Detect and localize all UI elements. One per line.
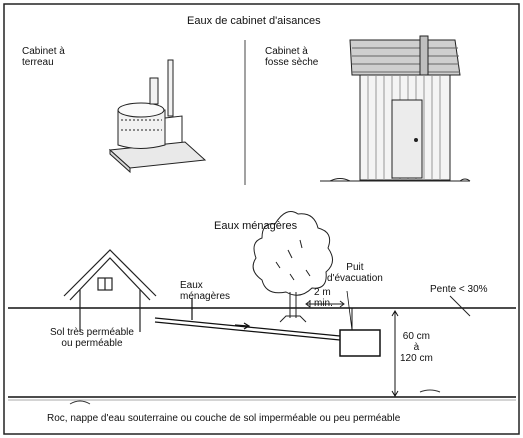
depth-marker bbox=[391, 310, 399, 397]
slope-label: Pente < 30% bbox=[430, 284, 488, 295]
depth-label: 60 cm à 120 cm bbox=[400, 331, 433, 364]
permeable-soil-label: Sol très perméable ou perméable bbox=[50, 327, 134, 349]
seepage-pit bbox=[339, 329, 381, 357]
bottom-caption: Roc, nappe d'eau souterraine ou couche d… bbox=[47, 413, 401, 424]
outer-border bbox=[3, 3, 520, 435]
house-illustration bbox=[63, 249, 157, 332]
soil-marks bbox=[69, 389, 441, 405]
tree-illustration bbox=[252, 211, 345, 323]
dry-pit-toilet-label: Cabinet à fosse sèche bbox=[265, 46, 319, 68]
outhouse-illustration bbox=[320, 35, 471, 182]
greywater-label: Eaux ménagères bbox=[180, 280, 231, 302]
drain-pipe bbox=[154, 298, 341, 341]
bottom-section-title: Eaux ménagères bbox=[214, 220, 298, 232]
top-section-title: Eaux de cabinet d'aisances bbox=[187, 15, 321, 27]
distance-label: 2 m min. bbox=[314, 287, 333, 309]
seepage-pit-label: Puit d'évacuation bbox=[327, 262, 383, 284]
slope-marker bbox=[449, 295, 471, 317]
composting-toilet-illustration bbox=[108, 59, 207, 174]
composting-toilet-label: Cabinet à terreau bbox=[22, 46, 65, 68]
